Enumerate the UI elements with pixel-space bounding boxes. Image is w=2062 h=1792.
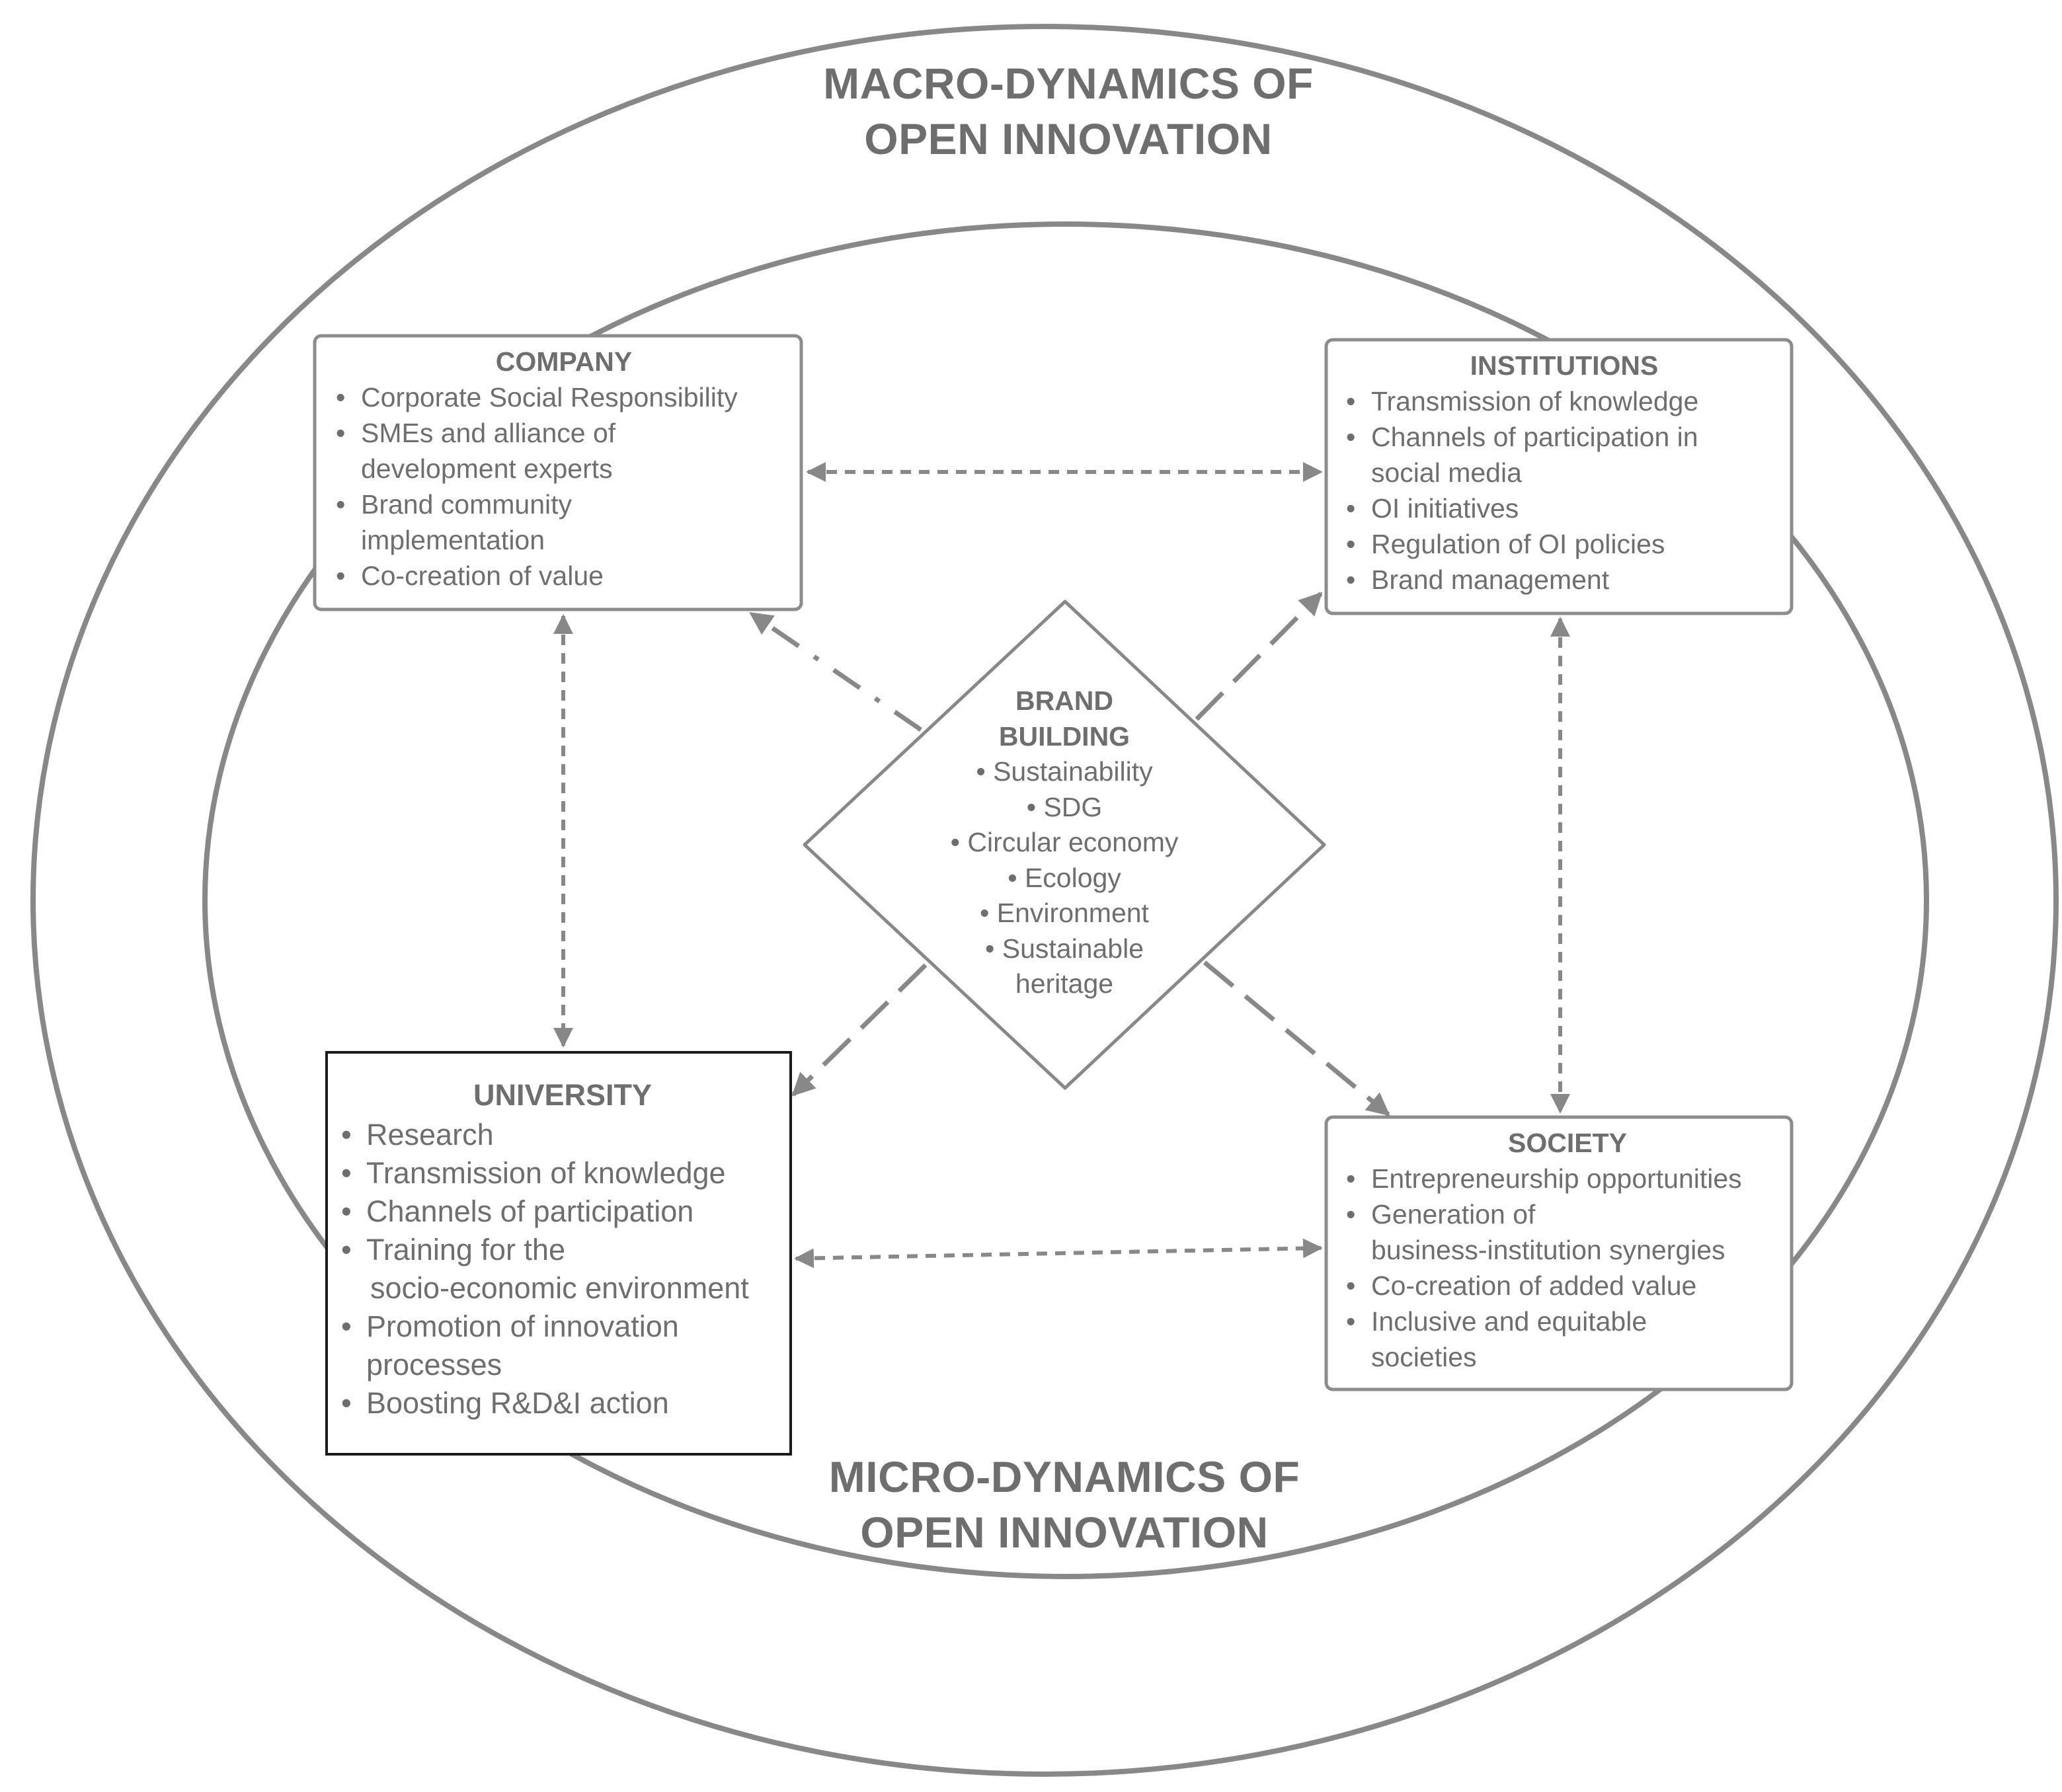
company-item-brand-community-cont: implementation: [361, 525, 545, 555]
brand-to-university-connector: [791, 963, 928, 1097]
brand-item-circular-economy: Circular economy: [932, 825, 1197, 861]
society-item-inclusive: Inclusive and equitable: [1346, 1304, 1789, 1339]
brand-item-sdg: SDG: [932, 790, 1197, 826]
company-item-brand-community: Brand community: [336, 487, 792, 522]
institutions-item-channels-cont: social media: [1371, 457, 1522, 488]
university-title: UNIVERSITY: [473, 1078, 653, 1112]
society-item-added-value: Co-creation of added value: [1346, 1268, 1789, 1304]
institutions-item-oi-initiatives: OI initiatives: [1346, 490, 1782, 526]
macro-title-line2: OPEN INNOVATION: [864, 114, 1273, 163]
brand-building-title-line1: BRAND: [1015, 685, 1114, 716]
company-title: COMPANY: [495, 346, 633, 377]
university-item-rdi: Boosting R&D&I action: [341, 1384, 784, 1422]
institutions-item-oi-policies: Regulation of OI policies: [1346, 526, 1782, 562]
university-item-training: Training for the: [341, 1231, 784, 1269]
university-item-training-cont: socio-economic environment: [370, 1271, 749, 1305]
company-item-smes-cont: development experts: [361, 453, 613, 484]
society-title: SOCIETY: [1508, 1128, 1627, 1158]
brand-to-institutions-connector: [1195, 592, 1323, 721]
university-item-promotion-cont: processes: [366, 1348, 502, 1382]
university-item-promotion: Promotion of innovation: [341, 1307, 784, 1346]
university-content: UNIVERSITY Research Transmission of know…: [341, 1076, 784, 1422]
micro-dynamics-title: MICRO-DYNAMICS OF OPEN INNOVATION: [734, 1449, 1395, 1560]
brand-to-company-connector: [749, 611, 922, 732]
company-item-csr: Corporate Social Responsibility: [336, 379, 792, 415]
micro-title-line1: MICRO-DYNAMICS OF: [828, 1452, 1300, 1501]
society-list: Entrepreneurship opportunities Generatio…: [1346, 1161, 1789, 1375]
company-content: COMPANY Corporate Social Responsibility …: [336, 344, 792, 594]
institutions-item-brand-management: Brand management: [1346, 562, 1782, 598]
brand-item-environment: Environment: [932, 896, 1197, 931]
institutions-title: INSTITUTIONS: [1470, 350, 1659, 381]
brand-item-sustainable: Sustainable: [932, 931, 1197, 967]
institutions-item-channels: Channels of participation in: [1346, 419, 1782, 455]
institutions-item-knowledge: Transmission of knowledge: [1346, 383, 1782, 419]
brand-building-content: BRAND BUILDING Sustainability SDG Circul…: [932, 683, 1197, 1002]
brand-building-title-line2: BUILDING: [998, 721, 1130, 752]
institutions-content: INSTITUTIONS Transmission of knowledge C…: [1346, 348, 1782, 598]
brand-to-society-connector: [1203, 960, 1390, 1116]
brand-item-ecology: Ecology: [932, 861, 1197, 896]
society-item-generation: Generation of: [1346, 1196, 1789, 1232]
company-list: Corporate Social Responsibility SMEs and…: [336, 379, 792, 594]
university-list: Research Transmission of knowledge Chann…: [341, 1116, 784, 1422]
macro-dynamics-title: MACRO-DYNAMICS OF OPEN INNOVATION: [738, 56, 1399, 167]
university-society-connector: [794, 1238, 1323, 1268]
brand-item-heritage: heritage: [1015, 968, 1114, 999]
society-item-inclusive-cont: societies: [1371, 1342, 1477, 1372]
society-item-entrepreneurship: Entrepreneurship opportunities: [1346, 1161, 1789, 1196]
society-item-generation-cont: business-institution synergies: [1371, 1235, 1725, 1265]
micro-dynamics-ellipse: [202, 221, 1929, 1579]
university-item-research: Research: [341, 1116, 784, 1154]
company-item-smes: SMEs and alliance of: [336, 415, 792, 451]
micro-title-line2: OPEN INNOVATION: [860, 1508, 1269, 1557]
company-item-co-creation: Co-creation of value: [336, 558, 792, 594]
macro-dynamics-ellipse: [30, 24, 2059, 1777]
university-item-knowledge: Transmission of knowledge: [341, 1154, 784, 1192]
brand-item-sustainability: Sustainability: [932, 754, 1197, 790]
institutions-list: Transmission of knowledge Channels of pa…: [1346, 383, 1782, 598]
university-item-channels: Channels of participation: [341, 1192, 784, 1231]
society-content: SOCIETY Entrepreneurship opportunities G…: [1346, 1125, 1789, 1375]
macro-title-line1: MACRO-DYNAMICS OF: [823, 59, 1314, 108]
